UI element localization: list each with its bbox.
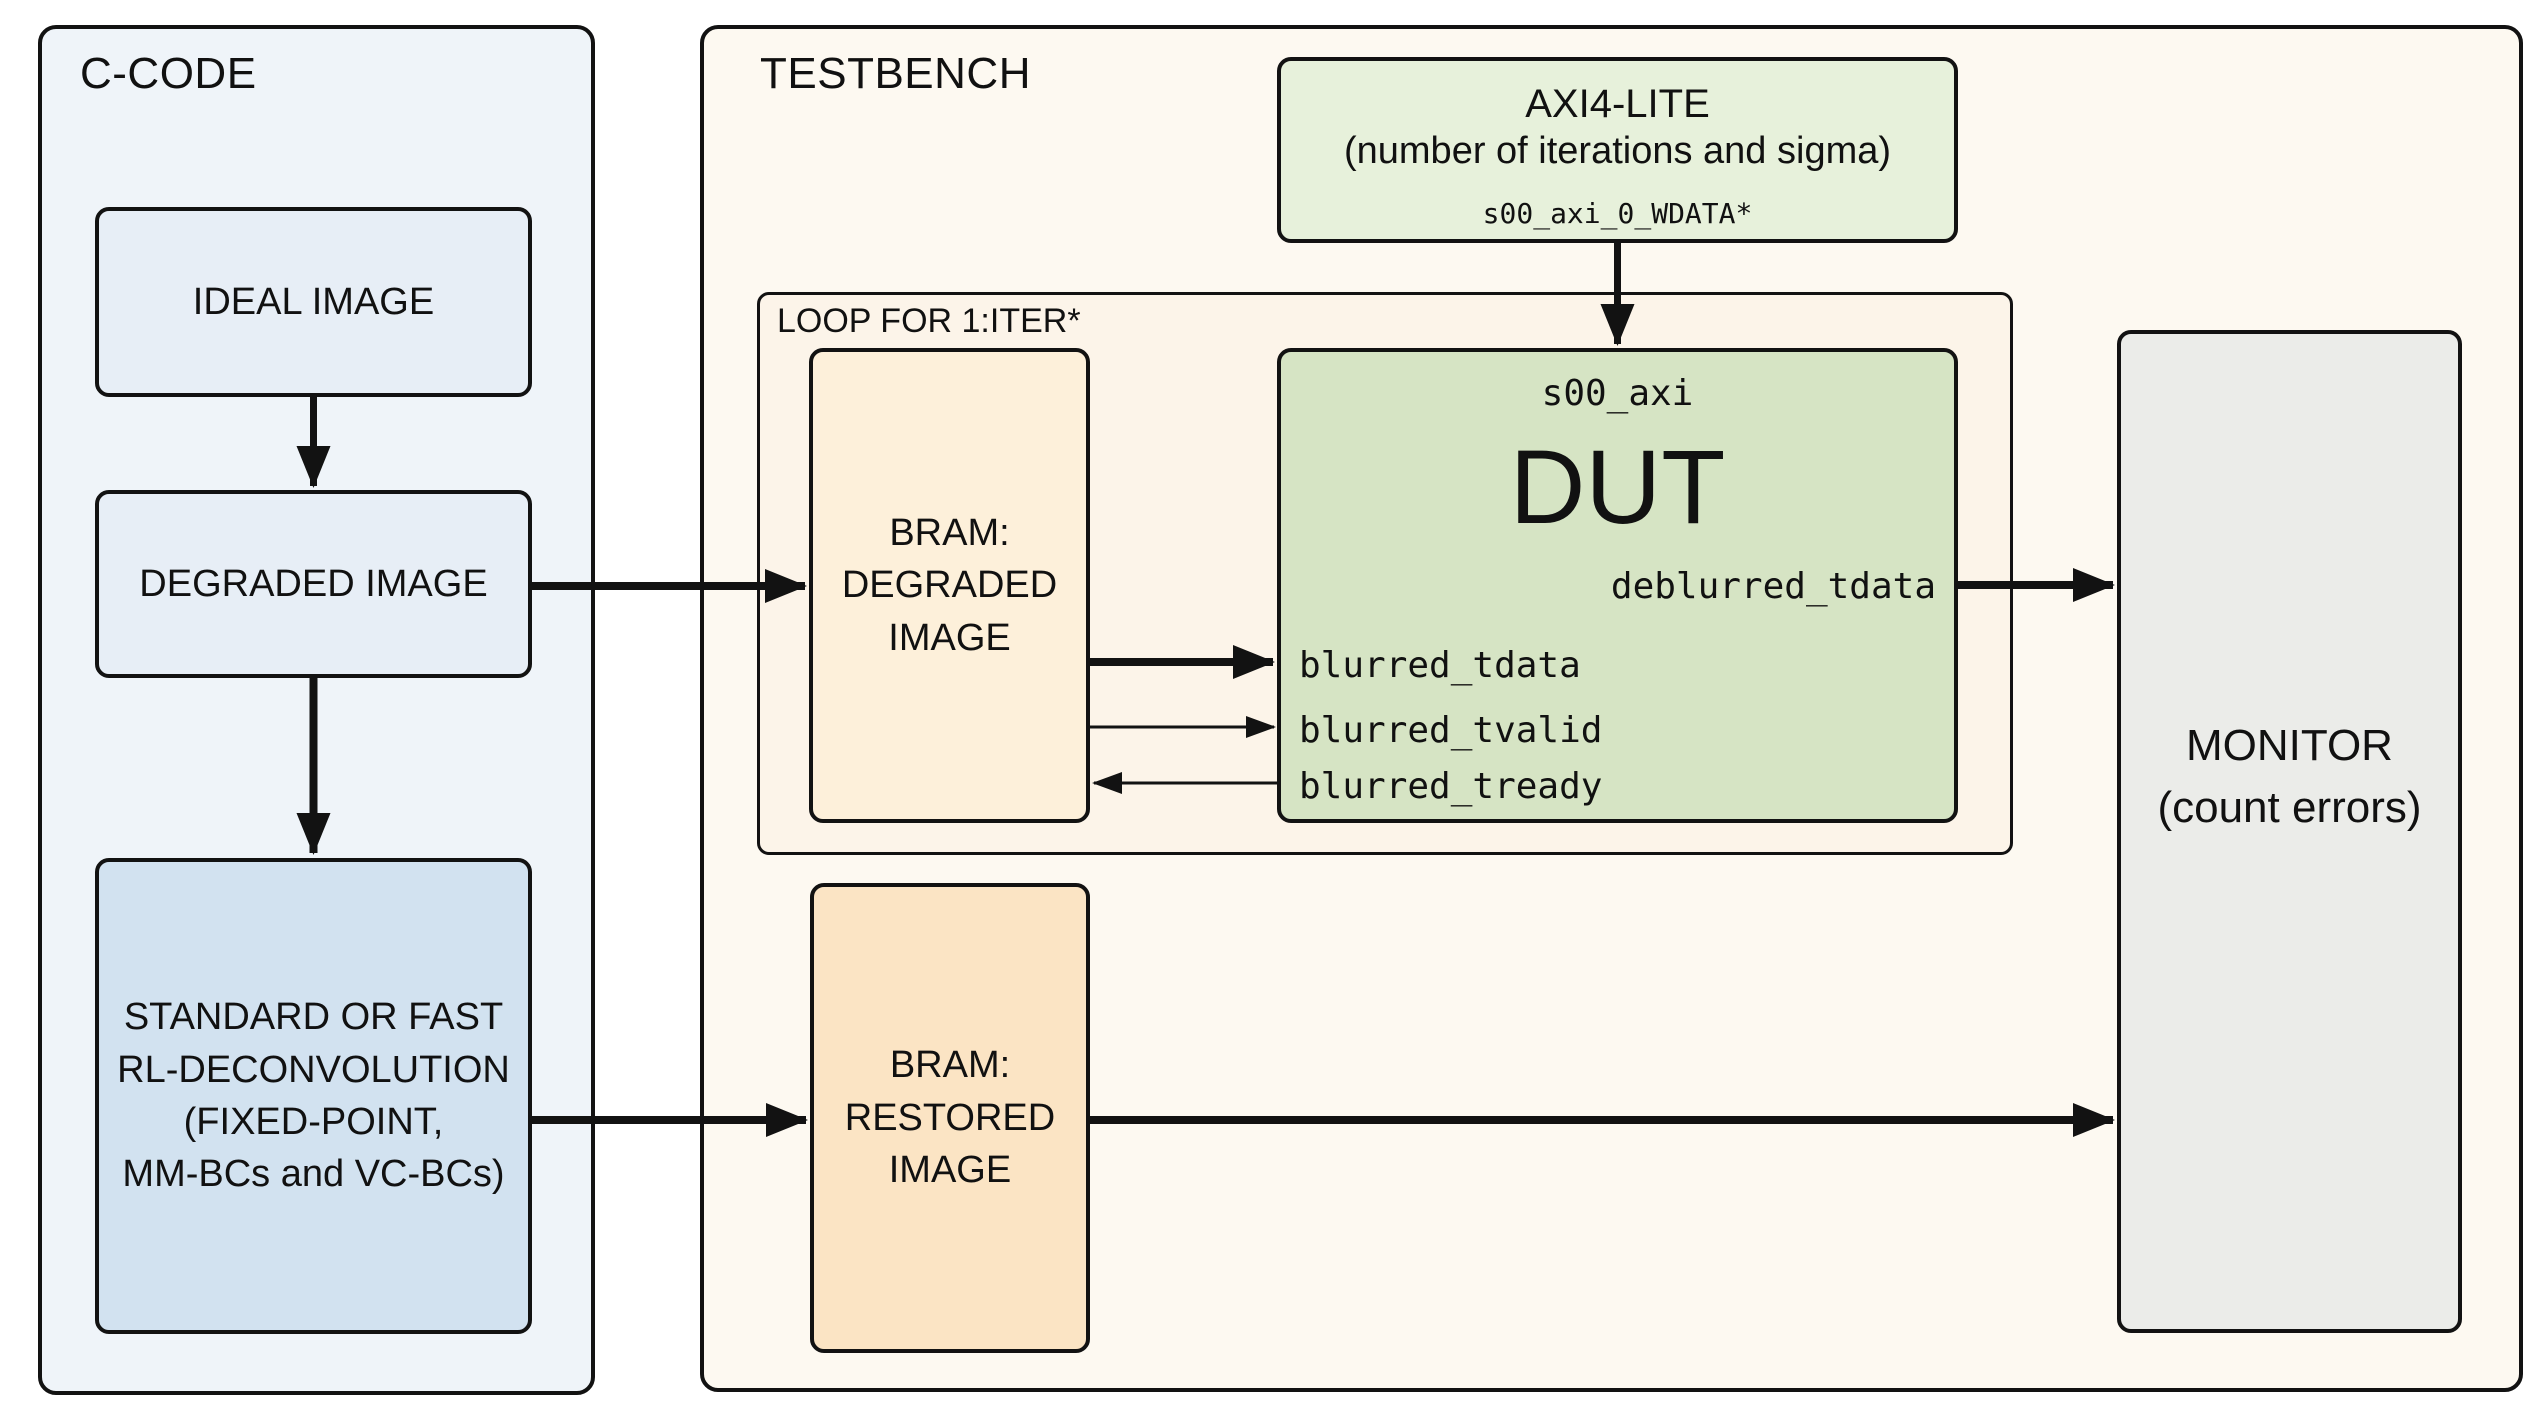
bram-restored-label: BRAM: RESTORED IMAGE [844,1044,1056,1192]
dut-port-blurred-tdata: blurred_tdata [1299,645,1581,686]
axi4-lite-signal-label: s00_axi_0_WDATA* [1482,196,1753,230]
dut-box: s00_axi DUT deblurred_tdata blurred_tdat… [1277,348,1958,823]
monitor-label: MONITOR (count errors) [2157,720,2422,832]
dut-port-s00-axi: s00_axi [1541,373,1694,414]
dut-port-deblurred-tdata: deblurred_tdata [1610,566,1936,607]
dut-title: DUT [1509,429,1726,546]
bram-degraded-box: BRAM: DEGRADED IMAGE [809,348,1090,823]
dut-port-blurred-tvalid: blurred_tvalid [1299,710,1603,751]
bram-degraded-label: BRAM: DEGRADED IMAGE [841,511,1058,659]
bram-restored-box: BRAM: RESTORED IMAGE [810,883,1090,1353]
dut-port-blurred-tready: blurred_tready [1299,766,1603,807]
ideal-image-label: IDEAL IMAGE [192,280,435,323]
axi4-lite-title: AXI4-LITE [1525,82,1710,126]
testbench-panel-title: TESTBENCH [760,49,1031,98]
rl-deconvolution-box: STANDARD OR FAST RL-DECONVOLUTION (FIXED… [95,858,532,1334]
loop-label: LOOP FOR 1:ITER* [777,302,1081,340]
c-code-panel-title: C-CODE [80,49,257,98]
axi4-lite-subtitle: (number of iterations and sigma) [1343,130,1892,172]
rl-deconvolution-label: STANDARD OR FAST RL-DECONVOLUTION (FIXED… [117,996,510,1196]
degraded-image-box: DEGRADED IMAGE [95,490,532,678]
monitor-box: MONITOR (count errors) [2117,330,2462,1333]
ideal-image-box: IDEAL IMAGE [95,207,532,397]
degraded-image-label: DEGRADED IMAGE [139,562,488,605]
axi4-lite-box: AXI4-LITE (number of iterations and sigm… [1277,57,1958,243]
